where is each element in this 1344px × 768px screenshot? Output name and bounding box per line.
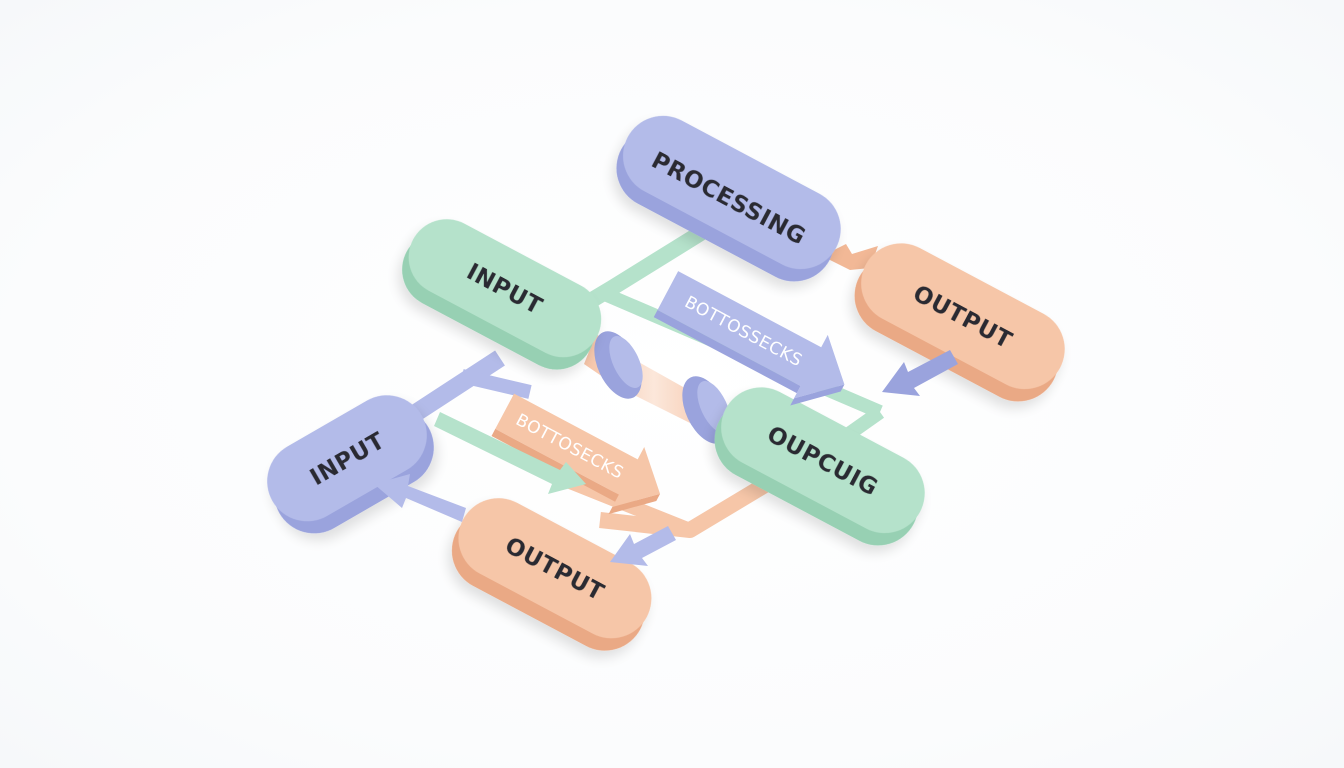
connector-input-left-frame	[460, 369, 532, 399]
arrow-green-lower-body	[434, 412, 586, 494]
arrow-output-to-input-body	[374, 474, 466, 522]
node-output-bottom[interactable]: OUTPUT	[438, 484, 666, 665]
connector-input-left-up	[403, 350, 505, 426]
arrow-output-to-oupcuig[interactable]	[882, 350, 958, 396]
arrow-bottleneck-orange-body	[495, 393, 661, 508]
arrow-frame-to-output-body	[610, 526, 676, 566]
connector-processing-output	[822, 244, 878, 270]
arrow-frame-to-output[interactable]	[610, 526, 676, 566]
node-input-left[interactable]: INPUT	[253, 381, 449, 548]
arrow-green-lower[interactable]	[434, 412, 586, 494]
tube-ring-left-face	[609, 336, 643, 388]
node-input-top-top	[408, 219, 602, 358]
node-processing-top	[623, 115, 841, 270]
node-input-top[interactable]: INPUT	[389, 206, 615, 383]
node-output-right[interactable]: OUTPUT	[840, 229, 1078, 415]
arrow-bottleneck-purple-edge	[653, 309, 845, 406]
arrow-output-to-input[interactable]	[374, 474, 466, 522]
node-output-right-top	[861, 243, 1065, 390]
node-output-bottom-top	[458, 498, 652, 639]
node-oupcuig[interactable]: OUPCUIG	[700, 373, 938, 559]
arrow-output-to-oupcuig-body	[882, 350, 958, 396]
node-input-left-top	[267, 395, 427, 522]
arrow-bottleneck-orange-edge	[491, 428, 661, 515]
arrow-bottleneck-purple-body	[657, 271, 845, 399]
node-oupcuig-top	[721, 387, 925, 534]
